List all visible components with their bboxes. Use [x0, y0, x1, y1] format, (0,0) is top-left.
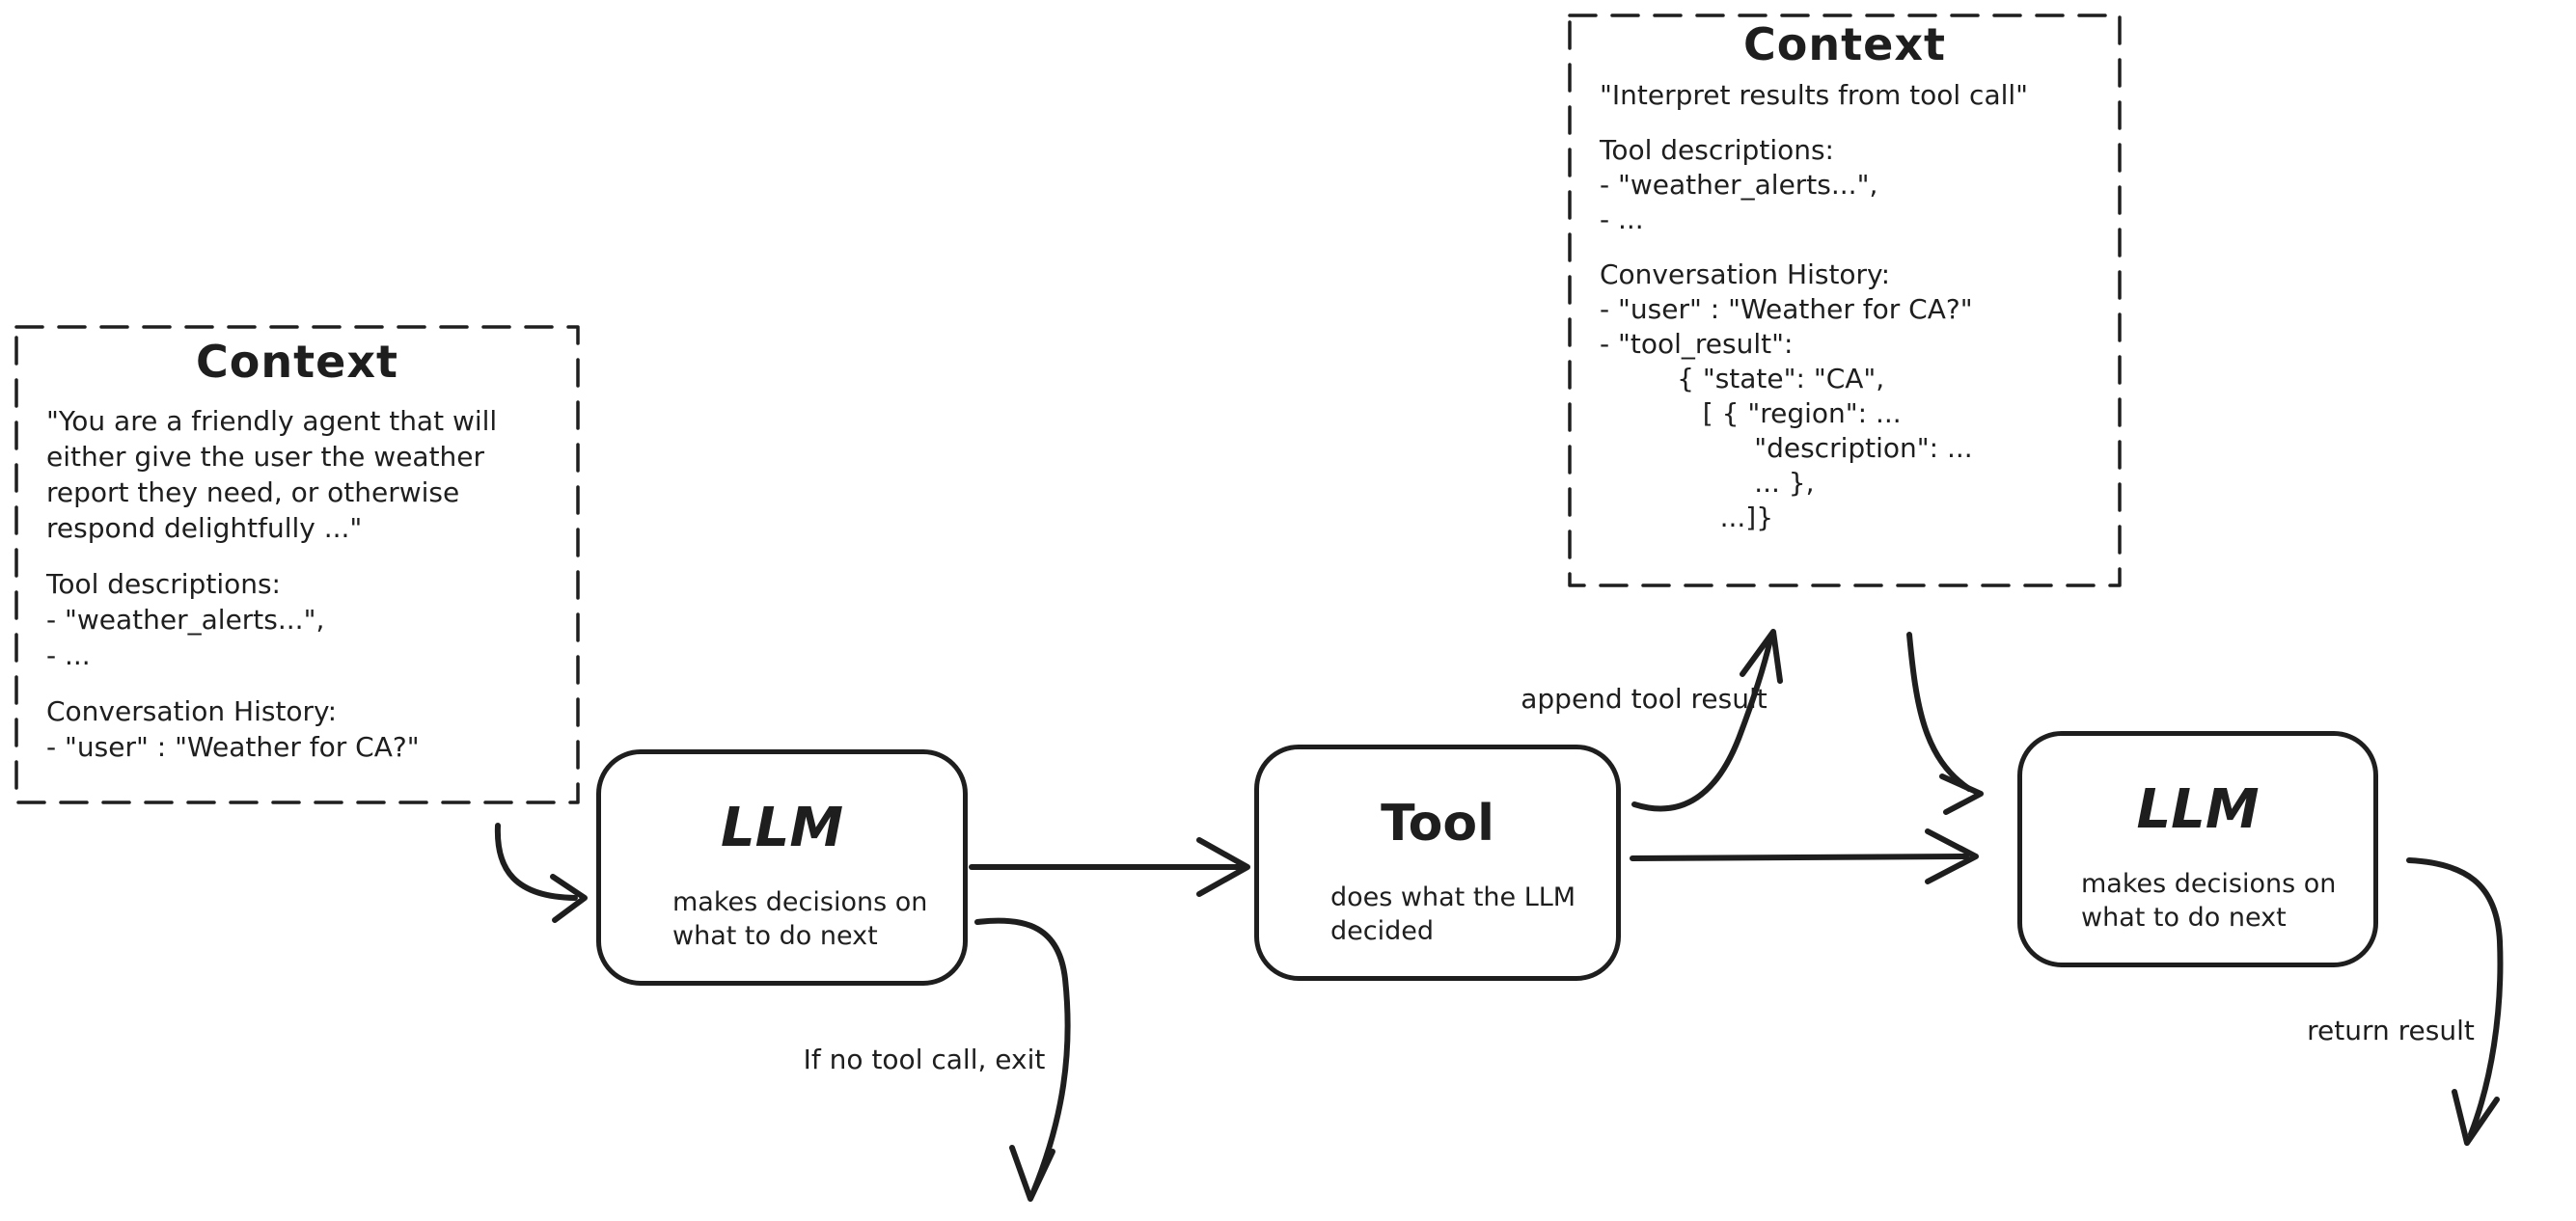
append-tool-result-label: append tool result: [1521, 683, 1768, 715]
llm-1-title: LLM: [720, 797, 844, 859]
context-line: Conversation History:: [1600, 258, 1891, 290]
llm-1-subtitle: makes decisions on what to do next: [672, 887, 928, 951]
context-line: Tool descriptions:: [1600, 134, 1834, 166]
context-line: - "weather_alerts...",: [46, 604, 325, 636]
context-line: [1600, 237, 2103, 258]
context-line: [1600, 113, 2103, 133]
context-line: "You are a friendly agent that will: [46, 405, 498, 437]
context-right-box: Context "Interpret results from tool cal…: [1569, 14, 2121, 586]
arrow-tool-to-llm-2: [1630, 828, 1979, 884]
context-left-title: Context: [196, 336, 398, 388]
context-right-border: [1568, 14, 2122, 587]
context-line: Conversation History:: [46, 695, 338, 727]
arrow-llm-2-return: [2406, 857, 2504, 1146]
context-left-box: Context "You are a friendly agent that w…: [15, 326, 579, 803]
context-line: - ...: [46, 639, 91, 671]
context-line: - "user" : "Weather for CA?": [1600, 293, 1973, 325]
context-line: - "weather_alerts...",: [1600, 169, 1878, 201]
llm-1-node: LLM makes decisions on what to do next: [596, 749, 968, 986]
return-result-label: return result: [2307, 1015, 2475, 1046]
context-line: - "user" : "Weather for CA?": [46, 731, 420, 763]
context-line: Tool descriptions:: [46, 568, 281, 600]
context-line: [46, 546, 562, 566]
context-line: - "tool_result":: [1600, 328, 1794, 360]
context-line: "Interpret results from tool call": [1600, 79, 2029, 111]
tool-node: Tool does what the LLM decided: [1254, 745, 1621, 981]
arrow-tool-to-context-right: [1631, 629, 1783, 812]
arrow-llm-1-to-tool: [969, 837, 1250, 897]
context-line: either give the user the weather: [46, 441, 485, 473]
context-line: - ...: [1600, 204, 1644, 235]
arrow-llm-1-exit: [974, 917, 1071, 1202]
context-line: respond delightfully ...": [46, 512, 363, 544]
context-line: ...]}: [1600, 502, 1774, 533]
context-line: [46, 673, 562, 693]
context-line: { "state": "CA",: [1600, 363, 1885, 394]
llm-2-title: LLM: [2136, 778, 2260, 841]
context-line: "description": ...: [1600, 432, 1973, 464]
llm-2-node: LLM makes decisions on what to do next: [2017, 731, 2378, 967]
arrow-context-right-to-llm-2: [1906, 632, 1984, 815]
exit-condition-label: If no tool call, exit: [803, 1044, 1046, 1075]
tool-subtitle: does what the LLM decided: [1330, 882, 1576, 946]
arrow-context-left-to-llm-1: [494, 823, 588, 923]
context-left-border: [14, 325, 580, 804]
tool-title: Tool: [1381, 795, 1494, 853]
context-line: [ { "region": ...: [1600, 397, 1902, 429]
context-right-title: Context: [1743, 18, 1946, 70]
llm-2-subtitle: makes decisions on what to do next: [2081, 869, 2337, 933]
context-line: report they need, or otherwise: [46, 476, 460, 508]
context-right-body: "Interpret results from tool call" Tool d…: [1569, 72, 2121, 535]
context-line: ... },: [1600, 467, 1815, 499]
context-left-body: "You are a friendly agent that will eithe…: [15, 390, 579, 765]
